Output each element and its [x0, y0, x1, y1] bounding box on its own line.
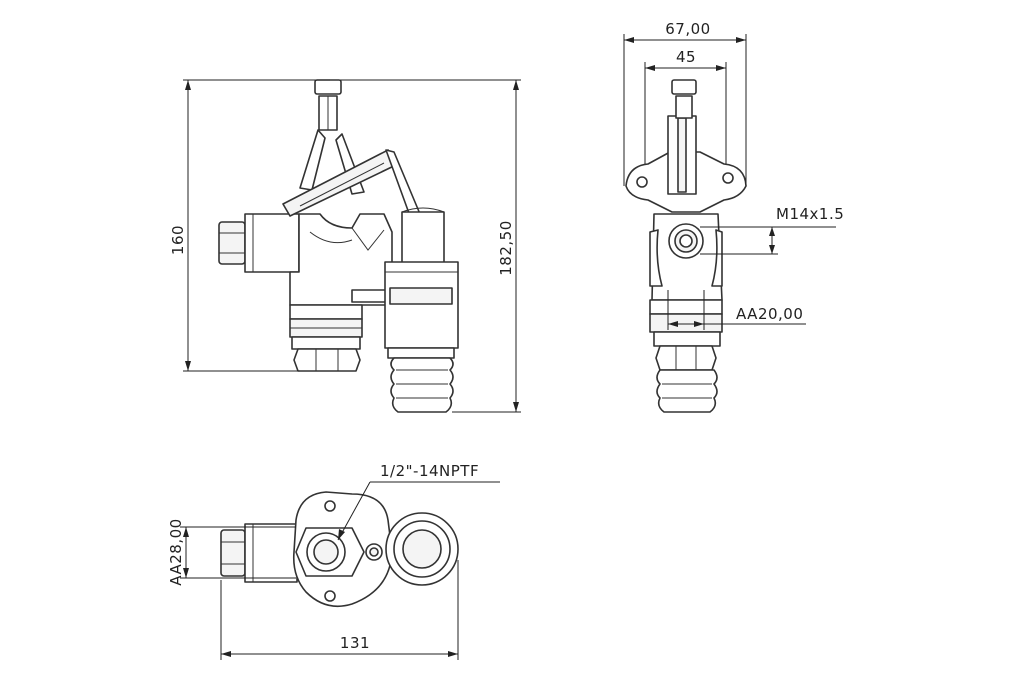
dim-side-67: 67,00 — [623, 20, 747, 186]
bottom-view: 1/2"-14NPTF AA28,00 131 — [167, 462, 500, 660]
front-bellows — [390, 357, 454, 413]
dim-bottom-131-label: 131 — [340, 634, 370, 652]
dim-bottom-aa28: AA28,00 — [167, 518, 296, 586]
dim-bottom-131: 131 — [220, 560, 459, 660]
dim-side-45: 45 — [644, 48, 727, 164]
front-right-cylinder — [384, 207, 459, 359]
dim-bottom-nptf: 1/2"-14NPTF — [337, 462, 500, 541]
dim-front-160-label: 160 — [169, 225, 187, 255]
side-view: 67,00 45 M14x1.5 AA20,00 — [623, 20, 844, 413]
bottom-right-port — [385, 512, 459, 586]
dim-side-aa20: AA20,00 — [667, 290, 806, 330]
dim-side-aa20-label: AA20,00 — [736, 305, 803, 323]
front-main-body — [289, 213, 397, 306]
front-view: 160 182,50 — [169, 79, 521, 413]
bottom-left-hex-port — [220, 523, 298, 583]
dim-bottom-aa28-label: AA28,00 — [167, 518, 185, 585]
front-left-hex-port — [218, 213, 300, 273]
side-body — [649, 213, 723, 347]
front-lever — [282, 79, 421, 217]
side-lever — [667, 79, 697, 195]
front-lower-band — [289, 304, 363, 372]
dim-side-m14: M14x1.5 — [700, 205, 844, 255]
dim-side-45-label: 45 — [676, 48, 696, 66]
dim-front-182-50-label: 182,50 — [497, 220, 515, 276]
dim-front-160: 160 — [169, 79, 330, 372]
bottom-flange — [292, 491, 393, 608]
dim-side-m14-label: M14x1.5 — [776, 205, 844, 223]
dim-bottom-nptf-label: 1/2"-14NPTF — [380, 462, 479, 480]
dim-front-182-50: 182,50 — [340, 79, 521, 413]
side-bellows — [655, 345, 718, 413]
dim-side-67-label: 67,00 — [665, 20, 710, 38]
